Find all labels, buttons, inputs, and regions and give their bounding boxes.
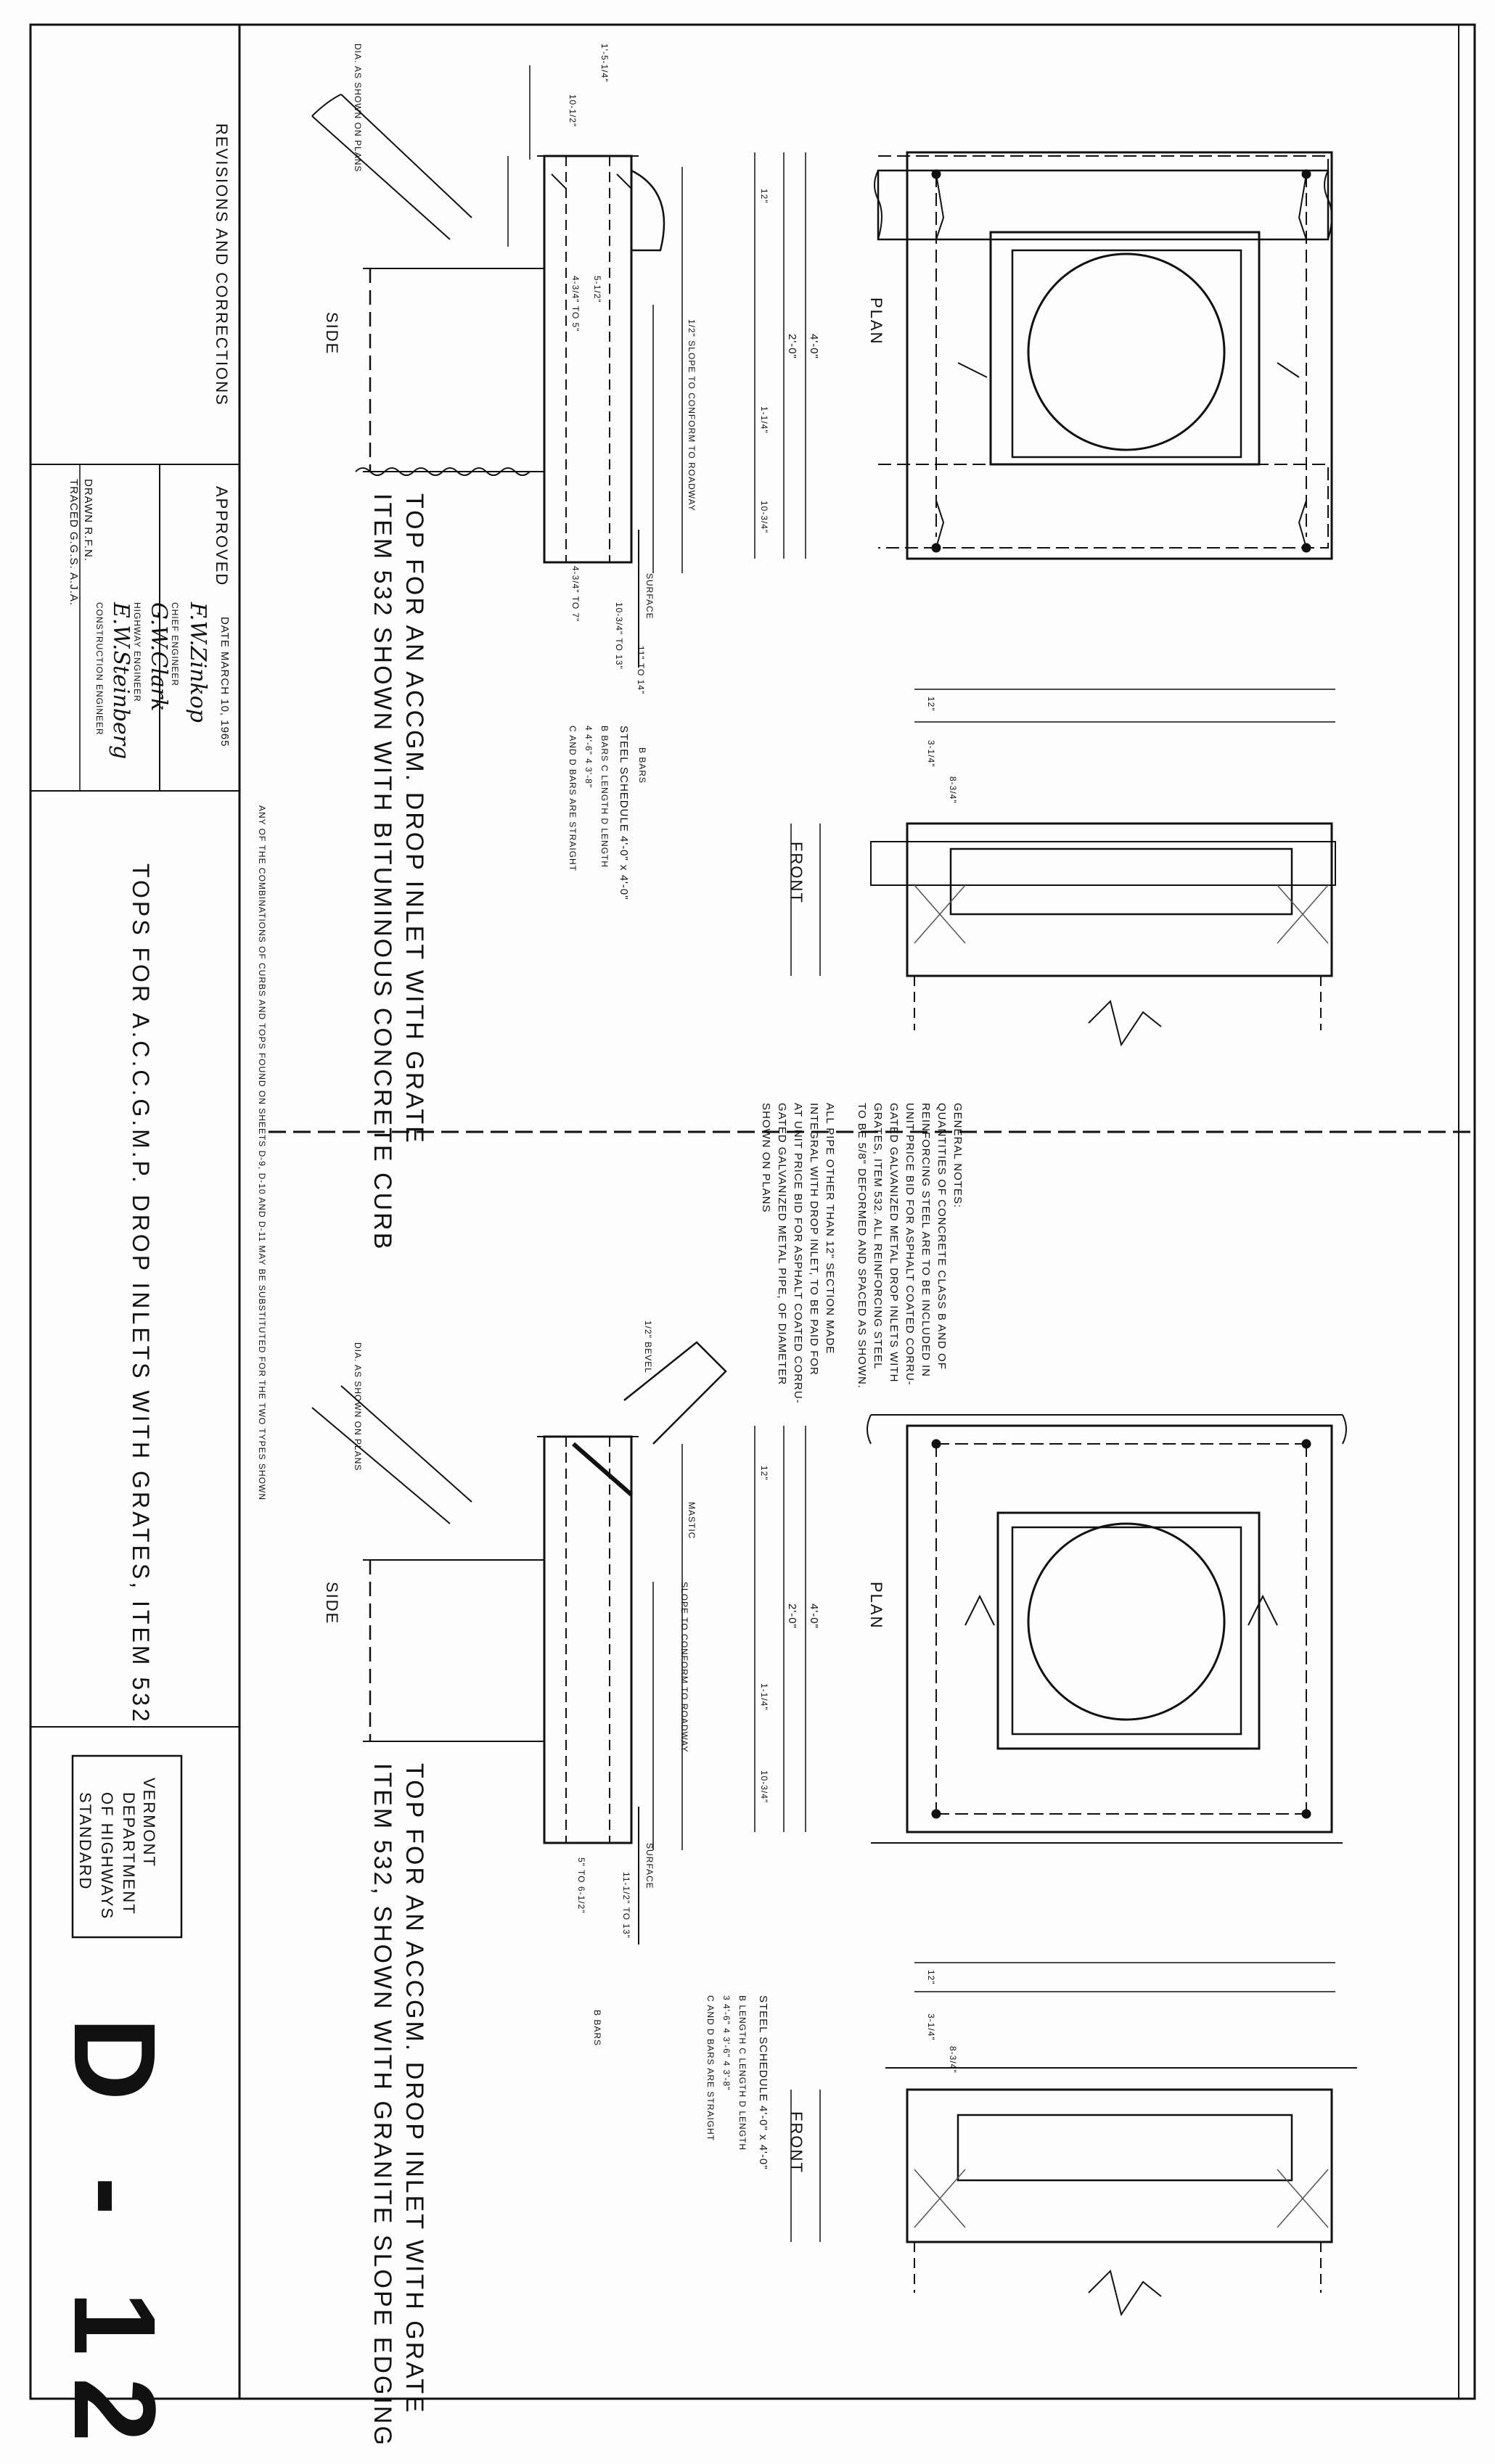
top-dim-a: 12" — [759, 189, 769, 204]
general-notes-line: AT UNIT PRICE BID FOR ASPHALT COATED COR… — [792, 1103, 804, 1404]
signature-highway: G.W.Clark — [146, 602, 171, 712]
bottom-b-bars: B BARS — [592, 2010, 602, 2047]
top-side-view — [311, 65, 683, 668]
bottom-dim-inner: 2'-0" — [786, 1603, 798, 1629]
date-label: DATE MARCH 10, 1965 — [218, 617, 231, 747]
top-dim-1014: 10-3/4" TO 13" — [614, 602, 624, 670]
top-steel-title: STEEL SCHEDULE 4'-0" x 4'-0" — [618, 726, 630, 900]
general-notes-line: TO BE 5/8" DEFORMED AND SPACED AS SHOWN. — [856, 1103, 868, 1389]
general-notes-line: ALL PIPE OTHER THAN 12" SECTION MADE — [824, 1103, 836, 1355]
bottom-front-label: FRONT — [787, 2111, 806, 2174]
bottom-dim-a: 12" — [759, 1466, 769, 1481]
top-dia-note: DIA. AS SHOWN ON PLANS — [353, 44, 363, 173]
bottom-mastic: MASTIC — [687, 1502, 697, 1540]
sheet-title: TOPS FOR A.C.C.G.M.P. DROP INLETS WITH G… — [128, 863, 154, 1725]
bottom-side-view — [311, 1341, 727, 1944]
general-notes-line: INTEGRAL WITH DROP INLET, TO BE PAID FOR — [808, 1103, 820, 1376]
bottom-steel-row: 3 4'-6" 4 3'-6" 4 3'-8" — [721, 1995, 732, 2091]
sheet-number: D - 12 — [50, 2017, 180, 2464]
top-steel-note: C AND D BARS ARE STRAIGHT — [568, 726, 578, 872]
bottom-plan-label: PLAN — [867, 1582, 885, 1630]
agency-highways: OF HIGHWAYS — [98, 1792, 116, 1920]
top-front-314: 3-1/4" — [926, 740, 936, 768]
bottom-front-314: 3-1/4" — [926, 2013, 936, 2041]
bottom-dim-1112: 11-1/2" TO 13" — [621, 1872, 631, 1939]
top-front-834: 8-3/4" — [948, 776, 958, 804]
bottom-steel-note: C AND D BARS ARE STRAIGHT — [705, 1995, 716, 2142]
top-dim-1114: 11" TO 14" — [636, 646, 646, 695]
general-notes-line: UNIT PRICE BID FOR ASPHALT COATED CORRU- — [904, 1103, 916, 1386]
top-side-label: SIDE — [323, 312, 341, 356]
general-notes-line: GATED GALVANIZED METAL PIPE, OF DIAMETER — [776, 1103, 788, 1386]
general-notes-line: REINFORCING STEEL ARE TO BE INCLUDED IN — [919, 1103, 932, 1377]
signature-chief: F.W.Zinkop — [185, 602, 210, 723]
chief-engineer-label: CHIEF ENGINEER — [170, 602, 180, 687]
bottom-front-view — [790, 1962, 1357, 2317]
bottom-bevel: 1/2" BEVEL — [643, 1321, 653, 1373]
general-notes-line — [837, 1103, 853, 1404]
substitution-note: ANY OF THE COMBINATIONS OF CURBS AND TOP… — [257, 805, 267, 1501]
bottom-plan-view — [754, 1414, 1347, 1844]
top-front-label: FRONT — [787, 842, 806, 904]
construction-engineer-label: CONSTRUCTION ENGINEER — [94, 602, 105, 736]
bottom-front-12: 12" — [926, 1970, 936, 1985]
bottom-caption-1: TOP FOR AN ACCGM. DROP INLET WITH GRATE — [401, 1763, 428, 2415]
top-caption-2: ITEM 532 SHOWN WITH BITUMINOUS CONCRETE … — [369, 493, 396, 1252]
drawn-label: DRAWN R.F.N. — [82, 479, 94, 562]
general-notes-line: SHOWN ON PLANS — [760, 1103, 772, 1213]
top-surface: SURFACE — [644, 573, 655, 620]
approved-label: APPROVED — [213, 486, 231, 587]
agency-standard: STANDARD — [76, 1792, 94, 1891]
bottom-front-834: 8-3/4" — [948, 2046, 958, 2074]
top-dim-c: 1-1/4" — [759, 406, 769, 434]
bottom-slope-note: SLOPE TO CONFORM TO ROADWAY — [679, 1582, 689, 1753]
top-dim-curb-w: 10-1/2" — [568, 94, 578, 128]
top-slope-note: 1/2" SLOPE TO CONFORM TO ROADWAY — [687, 319, 697, 512]
bottom-side-label: SIDE — [323, 1582, 341, 1625]
agency-vermont: VERMONT — [140, 1778, 158, 1868]
top-dim-overall: 4'-0" — [808, 334, 820, 359]
general-notes-line: GATED GALVANIZED METAL DROP INLETS WITH — [888, 1103, 900, 1383]
top-front-view — [790, 689, 1336, 1047]
top-b-bars: B BARS — [637, 747, 647, 784]
agency-department: DEPARTMENT — [120, 1792, 138, 1915]
top-dim-inner: 2'-0" — [786, 334, 798, 359]
bottom-dia-note: DIA. AS SHOWN ON PLANS — [353, 1342, 363, 1471]
top-caption-1: TOP FOR AN ACCGM. DROP INLET WITH GRATE — [401, 493, 428, 1145]
top-dim-434: 4-3/4" TO 5" — [570, 276, 581, 332]
top-plan-label: PLAN — [867, 297, 885, 345]
top-dim-curb: 1'-5-1/4" — [599, 44, 610, 83]
general-notes-line: GRATES, ITEM 532. ALL REINFORCING STEEL — [872, 1103, 884, 1370]
vermont-seal-outline — [71, 1754, 183, 1939]
bottom-caption-2: ITEM 532, SHOWN WITH GRANITE SLOPE EDGIN… — [369, 1763, 396, 2447]
signature-construction: E.W.Steinberg — [108, 602, 134, 760]
bottom-dim-overall: 4'-0" — [808, 1603, 820, 1629]
bottom-dim-5to612: 5" TO 6-1/2" — [576, 1857, 586, 1914]
top-front-12: 12" — [926, 697, 936, 712]
top-dim-b: 10-3/4" — [759, 501, 769, 534]
top-dim-4347: 4-3/4" TO 7" — [570, 566, 581, 623]
bottom-steel-title: STEEL SCHEDULE 4'-0" x 4'-0" — [757, 1995, 769, 2170]
top-plan-view — [754, 151, 1333, 560]
sheet-border — [29, 23, 1476, 2400]
top-steel-header: B BARS C LENGTH D LENGTH — [599, 726, 610, 868]
bottom-steel-header: B LENGTH C LENGTH D LENGTH — [737, 1995, 748, 2151]
top-dim-512: 5-1/2" — [592, 276, 602, 303]
traced-label: TRACED G.G.S. A.J.A. — [67, 479, 80, 607]
bottom-dim-c: 1-1/4" — [759, 1683, 769, 1711]
general-notes: GENERAL NOTES: QUANTITIES OF CONCRETE CL… — [758, 1103, 965, 1404]
bottom-surface: SURFACE — [644, 1843, 655, 1889]
general-notes-line: QUANTITIES OF CONCRETE CLASS B AND OF — [935, 1103, 948, 1370]
general-notes-heading: GENERAL NOTES: — [951, 1103, 964, 1209]
top-steel-row: 4 4'-6" 4 3'-8" — [583, 726, 594, 789]
bottom-dim-b: 10-3/4" — [759, 1770, 769, 1804]
revisions-label: REVISIONS AND CORRECTIONS — [213, 123, 231, 406]
highway-engineer-label: HIGHWAY ENGINEER — [132, 602, 142, 702]
